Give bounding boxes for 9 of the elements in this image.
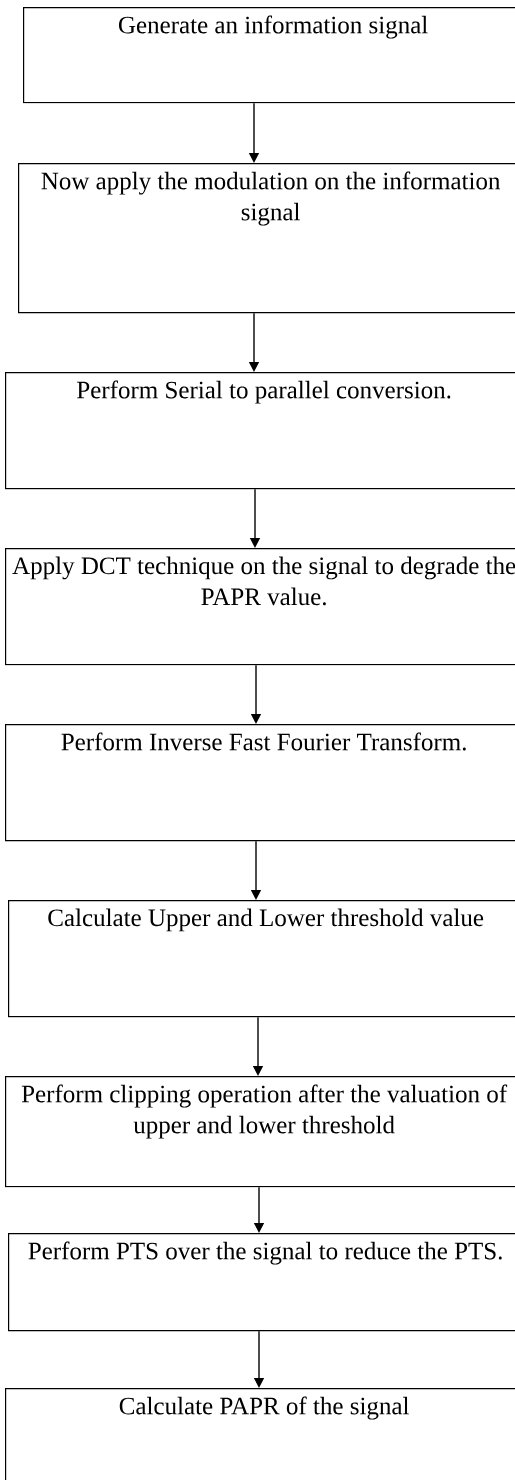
process-box: Now apply the modulation on the information signal [18,163,515,314]
process-box: Calculate PAPR of the signal [5,1388,515,1480]
process-box: Perform clipping operation after the valuation of upper and lower threshold [5,1076,515,1188]
process-box: Perform Serial to parallel conversion. [5,372,515,490]
process-box: Apply DCT technique on the signal to degrade the PAPR value. [5,548,515,666]
process-box: Generate an information signal [23,7,515,104]
process-box: Perform PTS over the signal to reduce the PTS. [8,1233,515,1332]
process-box: Calculate Upper and Lower threshold value [8,900,515,1018]
process-box: Perform Inverse Fast Fourier Transform. [5,724,515,842]
